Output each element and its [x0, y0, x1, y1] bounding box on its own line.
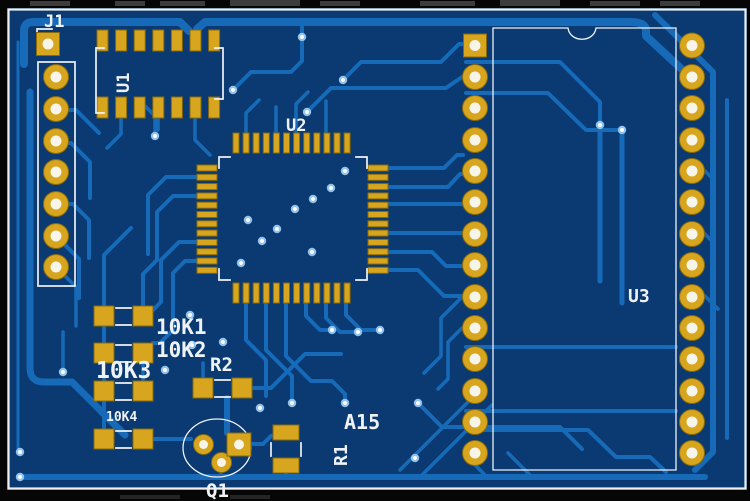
copper-traces [16, 12, 729, 480]
component-r2[interactable]: R2 [192, 354, 253, 399]
designator-10k4: 10K4 [106, 410, 137, 425]
pad[interactable] [43, 191, 69, 217]
designator-u3: U3 [628, 286, 650, 307]
pad[interactable] [43, 254, 69, 280]
pad[interactable] [43, 128, 69, 154]
pad[interactable] [43, 223, 69, 249]
vias [15, 32, 627, 482]
component-10k3[interactable]: 10K3 [93, 358, 154, 402]
designator-r1: R1 [331, 444, 352, 466]
pad[interactable] [43, 64, 69, 90]
pad[interactable] [43, 159, 69, 185]
component-10k1[interactable]: 10K1 [93, 305, 207, 339]
pad[interactable] [36, 32, 60, 56]
component-u2[interactable]: U2 [196, 116, 389, 304]
component-10k4[interactable]: 10K4 [93, 410, 154, 450]
board-outline [7, 8, 747, 490]
clipped-toolbar-marks [30, 0, 700, 499]
j1-outline [37, 61, 76, 287]
resistor-outline [115, 430, 132, 449]
net-label-a15: A15 [344, 410, 380, 434]
component-j1[interactable]: J1 [36, 12, 76, 287]
resistor-outline [270, 442, 302, 457]
component-10k2[interactable]: 10K2 [93, 338, 207, 364]
designator-q1: Q1 [206, 480, 229, 501]
component-q1[interactable]: Q1 [182, 418, 252, 501]
resistor-outline [115, 382, 132, 401]
designator-u2: U2 [286, 116, 306, 136]
u1-outline [214, 47, 224, 100]
component-u1[interactable]: U1 [95, 29, 224, 119]
component-u3[interactable]: U3 [462, 27, 705, 471]
pad-hole [234, 439, 244, 450]
designator-10k3: 10K3 [96, 358, 151, 384]
designator-u1: U1 [114, 73, 134, 93]
pad[interactable] [193, 434, 214, 455]
resistor-outline [115, 307, 132, 326]
designator-j1: J1 [44, 12, 64, 32]
component-r1[interactable]: R1 [270, 424, 352, 474]
u1-outline [95, 47, 105, 114]
resistor-outline [115, 344, 132, 363]
u2-outline [218, 156, 368, 281]
resistor-outline [214, 379, 231, 398]
designator-10k1: 10K1 [156, 315, 207, 339]
u3-outline [492, 27, 677, 471]
designator-r2: R2 [210, 354, 233, 376]
designator-10k2: 10K2 [156, 338, 207, 362]
pad[interactable] [43, 96, 69, 122]
